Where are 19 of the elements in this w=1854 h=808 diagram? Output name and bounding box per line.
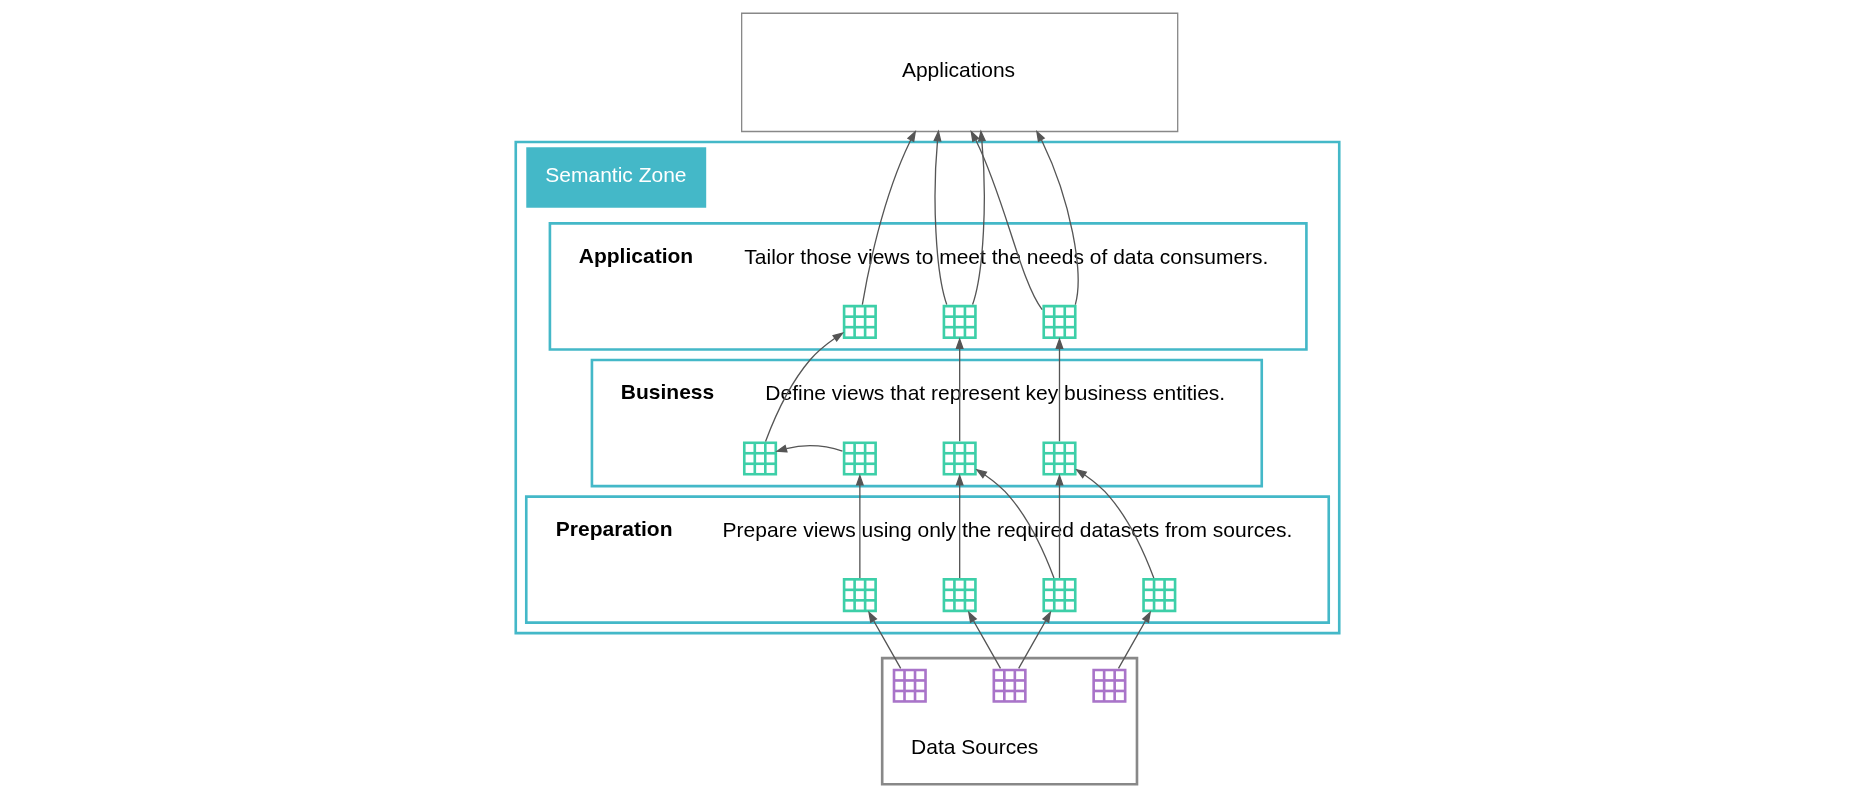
arrow [1117,610,1151,670]
arrow [1054,473,1064,579]
node-box: Applications [740,12,1178,133]
arrow [1074,468,1154,579]
arrow [967,610,1001,670]
arrow [855,473,864,579]
arrow [867,610,901,670]
arrow [955,473,964,579]
arrow [1017,610,1051,670]
arrow [969,129,1043,311]
arrow [971,129,986,306]
arrow [764,332,844,443]
arrow [932,129,947,306]
arrow [774,444,843,453]
arrow [955,337,964,442]
arrow [861,129,916,306]
arrow [1054,337,1064,442]
arrow [1035,129,1079,306]
cluster: Data Sources [880,656,1138,786]
